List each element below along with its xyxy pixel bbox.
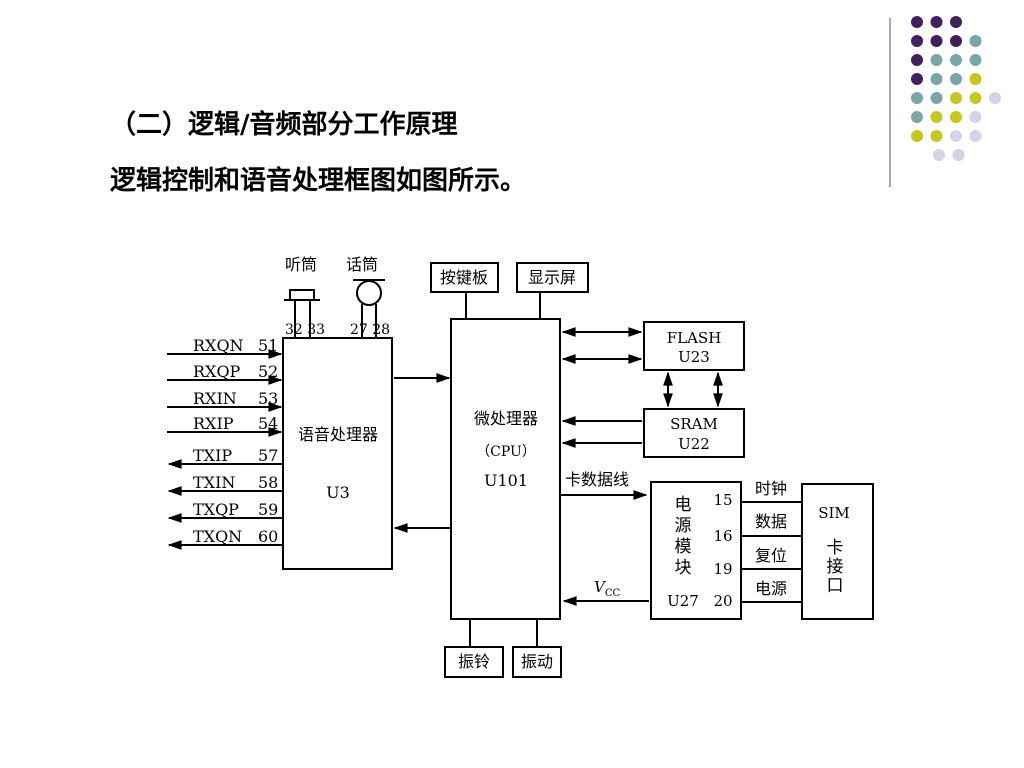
signal-name: TXIN	[193, 473, 235, 492]
card-data-line-label: 卡数据线	[565, 470, 629, 489]
flash-name: FLASH	[667, 329, 722, 347]
display-block	[516, 262, 589, 293]
signal-name: TXQP	[193, 500, 239, 519]
signal-name: TXIP	[193, 446, 232, 465]
microphone-label: 话筒	[346, 255, 378, 274]
pin-number: 60	[258, 527, 278, 546]
decorative-dot	[930, 16, 943, 28]
signal-name: RXQN	[193, 336, 244, 355]
decorative-dot	[950, 92, 962, 104]
decorative-dot	[930, 73, 943, 85]
cpu-sub: （CPU）	[476, 444, 536, 460]
decorative-dot	[933, 149, 945, 161]
decorative-dot	[911, 111, 923, 123]
sim-line-label: 电源	[755, 579, 787, 598]
earpiece-pins-label: 32 33	[285, 322, 325, 338]
power-module-char: 块	[675, 558, 692, 578]
power-pin-number: 19	[713, 560, 732, 578]
signal-name: RXIN	[193, 389, 237, 408]
decorative-dot	[930, 35, 943, 47]
ringer-label: 振铃	[458, 652, 490, 671]
decorative-dot	[930, 111, 943, 123]
pin-number: 54	[258, 414, 278, 433]
flash-block	[643, 321, 745, 371]
sram-id: U22	[678, 435, 710, 453]
power-module-id: U27	[667, 592, 699, 610]
vibrator-label: 振动	[521, 652, 553, 671]
sim-line-label: 数据	[755, 512, 787, 531]
pin-number: 58	[258, 473, 278, 492]
pin-number: 52	[258, 362, 278, 381]
decorative-dot	[911, 16, 923, 28]
vibrator-block	[512, 646, 562, 678]
flash-id: U23	[678, 348, 710, 366]
sram-block	[643, 408, 745, 458]
power-module-char: 电	[675, 495, 692, 515]
power-module-char: 模	[675, 537, 692, 557]
keypad-block	[430, 262, 499, 293]
pin-number: 59	[258, 500, 278, 519]
decorative-dot	[969, 73, 982, 85]
cpu-id: U101	[484, 471, 528, 490]
ringer-block	[444, 646, 504, 678]
decorative-dot	[911, 130, 923, 142]
signal-name: RXQP	[193, 362, 241, 381]
decorative-dot	[930, 130, 943, 142]
sim-interface-block	[801, 483, 874, 620]
cpu-block	[450, 318, 561, 620]
microphone-icon	[353, 279, 385, 338]
decorative-dot	[969, 111, 982, 123]
voice-processor-id: U3	[326, 483, 350, 502]
decorative-dot	[969, 92, 982, 104]
decorative-dot	[969, 35, 982, 47]
decorative-dot	[930, 92, 943, 104]
slide-title: （二）逻辑/音频部分工作原理	[110, 110, 458, 140]
sim-name: SIM	[818, 504, 850, 522]
decorative-dot	[950, 16, 962, 28]
decorative-dot	[950, 73, 962, 85]
microphone-pins-label: 27 28	[350, 322, 390, 338]
decorative-dot	[911, 92, 923, 104]
power-pin-number: 16	[713, 527, 732, 545]
decorative-dot	[950, 111, 962, 123]
sim-interface-char: 卡	[827, 538, 844, 558]
decorative-dot	[950, 130, 962, 142]
decorative-dot	[950, 35, 962, 47]
signal-name: TXQN	[193, 527, 242, 546]
sim-line-label: 复位	[755, 546, 787, 565]
power-pin-number: 20	[713, 592, 732, 610]
keypad-label: 按键板	[440, 268, 488, 287]
sim-interface-char: 接	[827, 557, 844, 577]
voice-processor-name: 语音处理器	[298, 425, 378, 444]
sim-interface-char: 口	[827, 576, 844, 596]
vcc-label: VCC	[594, 578, 620, 599]
pin-number: 57	[258, 446, 278, 465]
decorative-dot	[969, 54, 982, 66]
earpiece-icon	[284, 289, 320, 338]
pin-number: 53	[258, 389, 278, 408]
power-module-block	[650, 481, 742, 620]
decorative-dot	[950, 54, 962, 66]
sim-line-label: 时钟	[755, 479, 787, 498]
decorative-dot	[969, 130, 982, 142]
decorative-dot	[952, 149, 965, 161]
decorative-dot	[911, 73, 923, 85]
sram-name: SRAM	[670, 415, 718, 433]
decorative-dot	[989, 92, 1001, 104]
voice-processor-block	[282, 337, 393, 570]
decorative-dot	[911, 35, 923, 47]
pin-number: 51	[258, 336, 278, 355]
cpu-name: 微处理器	[474, 409, 538, 428]
decorative-dot	[911, 54, 923, 66]
decorative-dot	[930, 54, 943, 66]
display-label: 显示屏	[528, 268, 576, 287]
power-pin-number: 15	[713, 491, 732, 509]
slide-subtitle: 逻辑控制和语音处理框图如图所示。	[110, 166, 527, 196]
power-module-char: 源	[675, 516, 692, 536]
earpiece-label: 听筒	[285, 255, 317, 274]
signal-name: RXIP	[193, 414, 234, 433]
decorative-dot-grid	[889, 16, 1001, 187]
